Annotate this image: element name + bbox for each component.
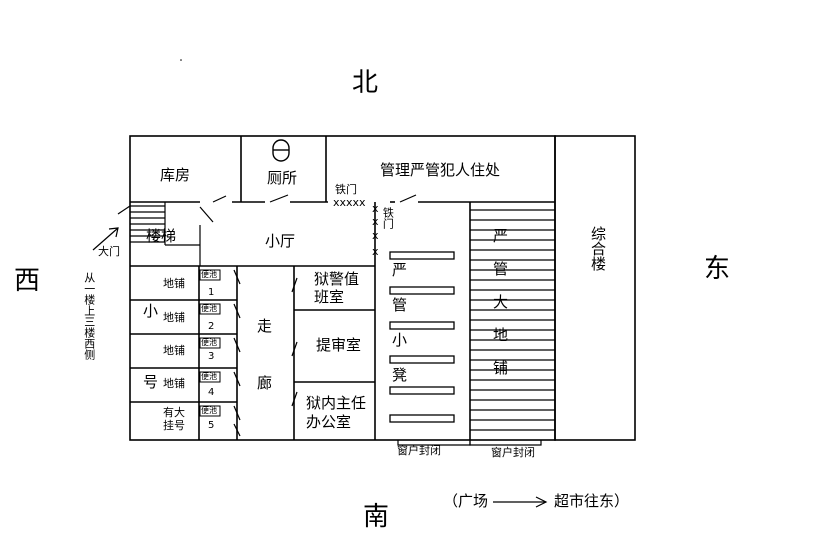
small-cell-label: 小号 <box>141 303 159 445</box>
cell-1-pit: 便池 <box>201 270 217 279</box>
iron-gate-1-label: 铁门 <box>335 183 357 196</box>
stairs-label: 楼梯 <box>146 227 177 245</box>
complex-building-label: 综合楼 <box>589 226 607 271</box>
strict-small-bench-label: 严管小凳 <box>390 262 408 402</box>
cell-3-number: 3 <box>208 351 215 362</box>
cell-3-pit: 便池 <box>201 338 217 347</box>
north-label: 北 <box>352 68 379 98</box>
corridor-label: 走廊 <box>255 318 273 432</box>
toilet-symbol <box>272 139 290 162</box>
cell-2-number: 2 <box>208 321 215 332</box>
cell-4-number: 4 <box>208 387 215 398</box>
bottom-note-right: 超市往东） <box>554 492 630 510</box>
door-swing <box>199 206 214 223</box>
cross-mark: x <box>372 202 379 215</box>
toilet-pit-boxes <box>199 269 221 417</box>
small-hall-label: 小厅 <box>265 232 296 250</box>
cross-mark: x <box>372 215 379 228</box>
window-sealed-2-label: 窗户封闭 <box>491 446 535 459</box>
cell-5-pit: 便池 <box>201 406 217 415</box>
iron-gate-2-label: 铁门 <box>381 207 395 229</box>
toilet-label: 厕所 <box>267 169 298 187</box>
cell-5-number: 5 <box>208 420 215 431</box>
interrogation-room-label: 提审室 <box>316 336 362 354</box>
stair-treads <box>130 202 201 266</box>
cell-3-bed: 地铺 <box>163 344 185 357</box>
west-side-note: 从一楼上三楼西侧 <box>82 272 96 360</box>
main-gate-arrow <box>92 227 119 251</box>
east-label: 东 <box>704 254 731 284</box>
cross-mark: x <box>372 245 379 258</box>
floor-bed-stripes <box>470 209 555 431</box>
cell-2-pit: 便池 <box>201 304 217 313</box>
iron-gate-crosses: xxxxx <box>333 196 366 209</box>
small-benches <box>389 251 455 423</box>
main-gate-label: 大门 <box>98 245 120 258</box>
west-label: 西 <box>14 266 41 296</box>
cell-1-number: 1 <box>208 287 215 298</box>
strict-big-floor-label: 严管大地铺 <box>491 228 509 393</box>
south-label: 南 <box>363 502 390 532</box>
cell-4-pit: 便池 <box>201 372 217 381</box>
director-office-label: 狱内主任办公室 <box>306 394 367 431</box>
guard-room-label: 狱警值班室 <box>314 270 360 306</box>
cell-5-big-lock: 有大挂号 <box>163 406 185 433</box>
cross-mark: x <box>372 229 379 242</box>
cell-2-bed: 地铺 <box>163 311 185 324</box>
cell-1-bed: 地铺 <box>163 277 185 290</box>
cell-4-bed: 地铺 <box>163 377 185 390</box>
bottom-note-left: （广场 <box>443 492 489 510</box>
storeroom-label: 库房 <box>160 166 191 184</box>
window-sealed-1-label: 窗户封闭 <box>397 444 441 457</box>
strict-cells-label: 管理严管犯人住处 <box>380 161 501 179</box>
complex-building-outline <box>554 135 636 441</box>
